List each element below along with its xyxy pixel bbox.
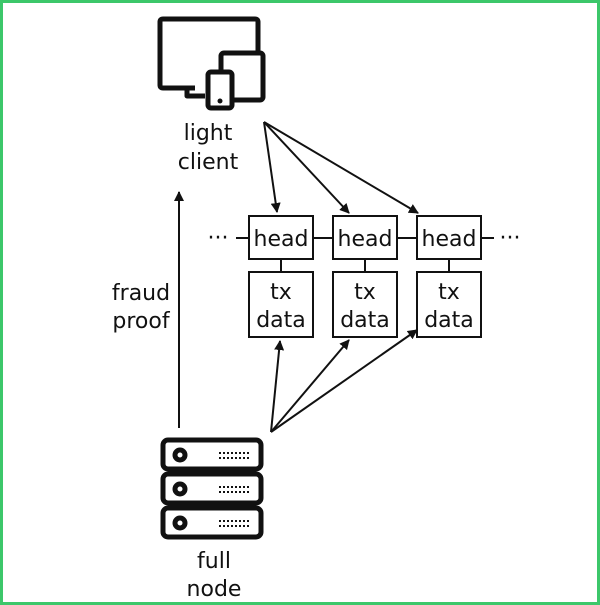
block-body-box: [332, 271, 398, 338]
full-node-label-line2: node: [187, 577, 242, 602]
header-request-arrow: [263, 121, 281, 213]
block-header-box: [416, 215, 482, 260]
block-header-box: [248, 215, 314, 260]
block-body-label-line2: data: [424, 308, 474, 333]
block-body-label-line1: tx: [270, 280, 292, 305]
server-stack-icon: [160, 437, 264, 540]
block-1: head tx data: [248, 215, 314, 338]
header-request-arrow: [263, 121, 419, 214]
light-client-label-line1: light: [184, 121, 233, 146]
full-node-label-line1: full: [197, 549, 231, 574]
block-header-label: head: [422, 227, 477, 252]
block-body-label-line2: data: [256, 308, 306, 333]
devices-icon-detail: [217, 98, 223, 104]
chain-ellipsis-left: ···: [208, 226, 229, 251]
data-link-arrow: [270, 329, 418, 433]
block-body-label-line2: data: [340, 308, 390, 333]
header-request-arrow: [263, 121, 350, 214]
block-body-box: [248, 271, 314, 338]
data-link-arrow: [270, 340, 285, 433]
block-header-label: head: [254, 227, 309, 252]
block-3: head tx data: [416, 215, 482, 338]
fraud-proof-label-line1: fraud: [112, 281, 170, 306]
chain-ellipsis-right: ···: [500, 226, 521, 251]
block-body-label-line1: tx: [438, 280, 460, 305]
data-link-arrow: [270, 339, 350, 433]
block-body-box: [416, 271, 482, 338]
block-header-label: head: [338, 227, 393, 252]
fraud-proof-label-line2: proof: [112, 309, 170, 334]
block-body-label-line1: tx: [354, 280, 376, 305]
devices-icon: [157, 16, 266, 111]
block-2: head tx data: [332, 215, 398, 338]
light-client-label-line2: client: [178, 150, 239, 175]
